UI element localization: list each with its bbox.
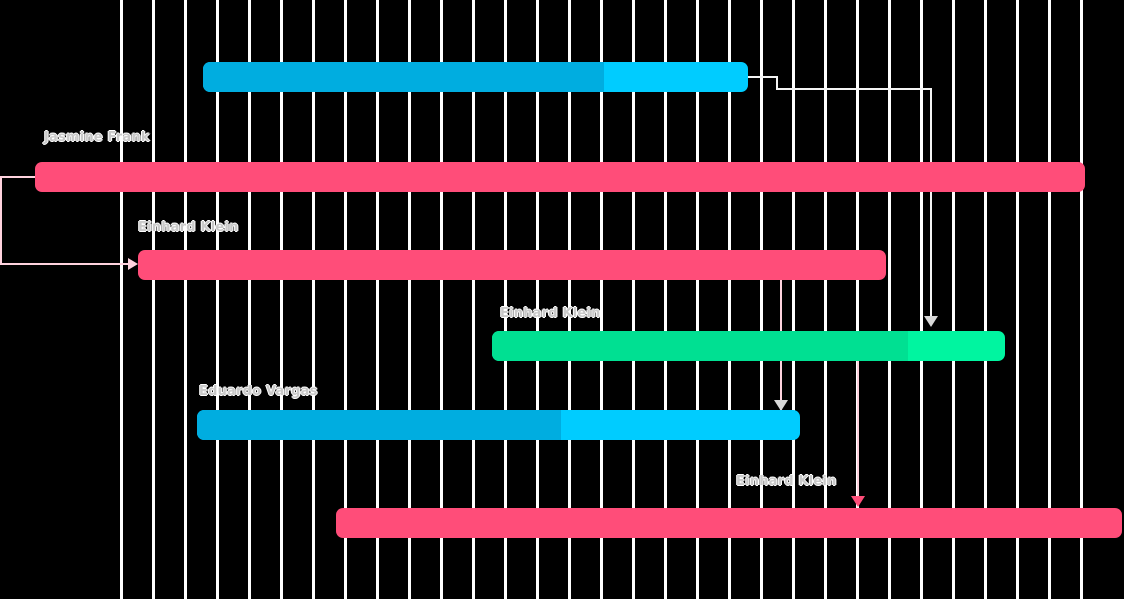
dependency-arrow-icon <box>851 496 865 507</box>
task-bar[interactable] <box>197 410 800 440</box>
dependency-arrow-icon <box>128 258 138 270</box>
task-bar[interactable] <box>492 331 1005 361</box>
dependency-link-segment <box>776 76 778 89</box>
dependency-link-segment <box>748 76 778 78</box>
dependency-link-segment <box>857 346 859 504</box>
task-assignee-label: Einhard Klein <box>500 306 601 321</box>
task-assignee-label: Jasmine Frank <box>44 130 150 145</box>
dependency-link-segment <box>0 176 2 264</box>
grid-line <box>184 0 187 599</box>
dependency-link-segment <box>776 88 932 90</box>
task-assignee-label: Eduardo Vargas <box>199 384 318 399</box>
grid-line <box>152 0 155 599</box>
task-progress-fill <box>492 331 908 361</box>
dependency-arrow-icon <box>924 316 938 327</box>
task-progress-fill <box>197 410 561 440</box>
dependency-arrow-icon <box>774 400 788 411</box>
grid-line <box>120 0 123 599</box>
dependency-link-segment <box>930 88 932 318</box>
task-assignee-label: Einhard Klein <box>736 474 837 489</box>
task-bar[interactable] <box>35 162 1085 192</box>
task-bar[interactable] <box>336 508 1122 538</box>
task-bar[interactable] <box>203 62 748 92</box>
task-bar[interactable] <box>138 250 886 280</box>
dependency-link-segment <box>0 176 37 178</box>
dependency-link-segment <box>0 263 130 265</box>
task-assignee-label: Einhard Klein <box>138 220 239 235</box>
task-progress-fill <box>203 62 604 92</box>
